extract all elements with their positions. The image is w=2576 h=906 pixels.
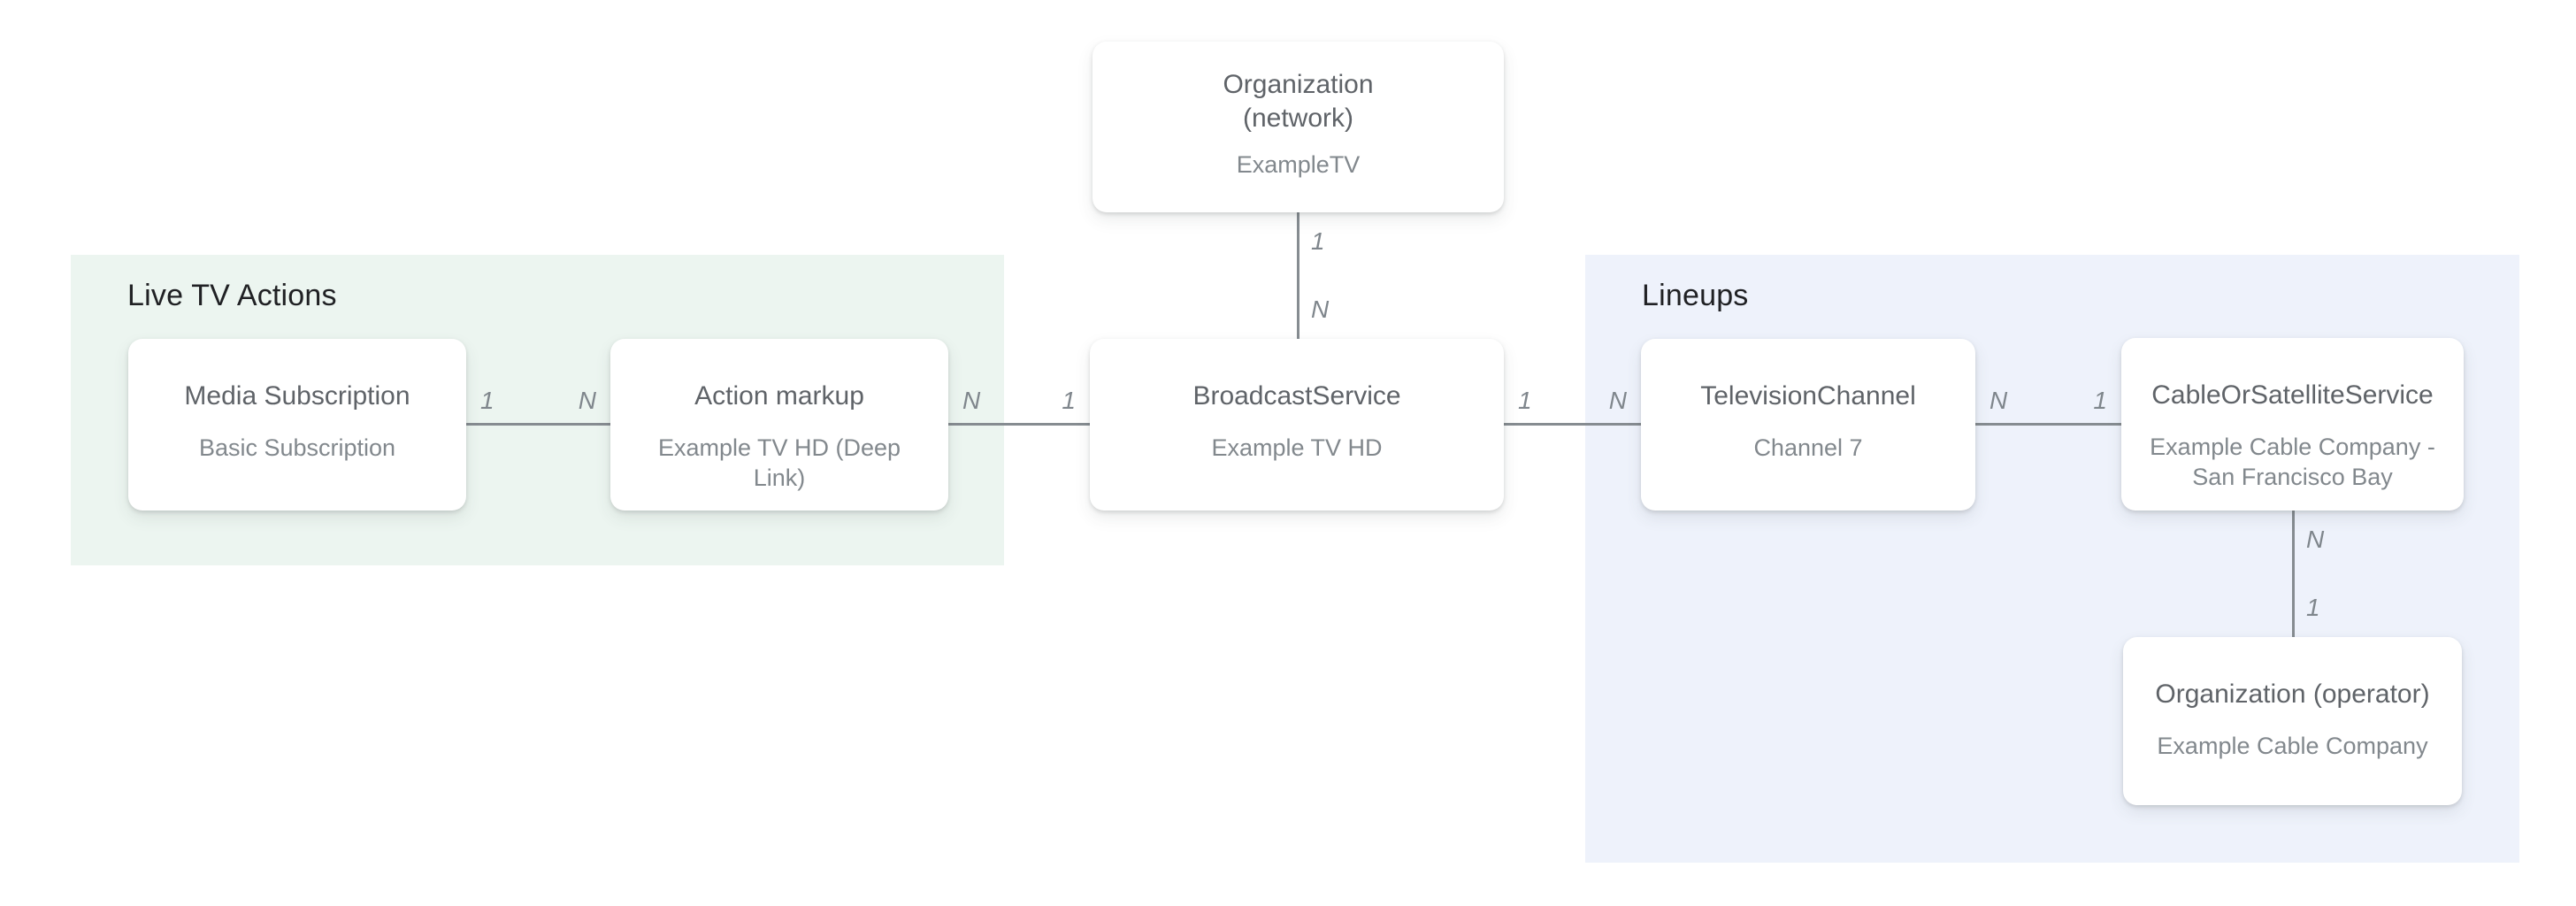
cardinality-label: N [962,387,981,414]
connector-cableorsatelliteservice-organizationoperator: N 1 [2292,511,2324,637]
node-media-subscription: Media Subscription Basic Subscription [128,339,466,511]
node-title: Media Subscription [184,381,410,411]
node-subtitle: Example TV HD (Deep Link) [657,434,901,491]
node-title: Organization (operator) [2155,680,2430,709]
group-lineups-title: Lineups [1642,279,1749,312]
cardinality-label: 1 [480,387,494,414]
connector-actionmarkup-broadcastservice: N 1 [948,387,1090,426]
node-organization-network: Organization (network) ExampleTV [1092,42,1504,212]
node-subtitle: ExampleTV [1236,151,1361,178]
cardinality-label: 1 [1311,227,1325,255]
node-title: Action markup [694,381,864,411]
cardinality-label: N [1990,387,2008,414]
node-title: TelevisionChannel [1700,381,1916,411]
node-subtitle: Basic Subscription [198,434,396,461]
cardinality-label: 1 [1518,387,1532,414]
cardinality-label: N [1608,387,1627,414]
node-title: Organization (network) [1223,68,1373,135]
node-title-line2: (network) [1242,104,1353,133]
connector-mediasubscription-actionmarkup: 1 N [466,387,610,426]
node-subtitle: Example TV HD [1211,434,1383,461]
node-cable-or-satellite-service: CableOrSatelliteService Example Cable Co… [2121,338,2464,511]
node-organization-operator: Organization (operator) Example Cable Co… [2123,637,2462,805]
node-broadcast-service: BroadcastService Example TV HD [1090,339,1504,511]
group-live-tv-actions-title: Live TV Actions [127,279,337,312]
cardinality-label: N [1311,296,1330,323]
cardinality-label: 1 [2306,594,2320,621]
node-title: BroadcastService [1192,381,1401,411]
cardinality-label: N [2306,526,2325,553]
node-subtitle: Example Cable Company - San Francisco Ba… [2150,434,2435,490]
cardinality-label: 1 [1062,387,1076,414]
connector-organizationnetwork-broadcastservice: 1 N [1297,212,1329,339]
node-subtitle: Channel 7 [1753,434,1863,461]
connector-televisionchannel-cableorsatelliteservice: N 1 [1975,387,2121,426]
node-subtitle: Example Cable Company [2157,733,2428,759]
node-television-channel: TelevisionChannel Channel 7 [1641,339,1975,511]
node-title-line1: Organization [1223,70,1374,99]
node-title: CableOrSatelliteService [2151,380,2434,410]
node-action-markup: Action markup Example TV HD (Deep Link) [610,339,948,511]
cardinality-label: N [578,387,596,414]
cardinality-label: 1 [2093,387,2107,414]
connector-broadcastservice-televisionchannel: 1 N [1504,387,1641,426]
